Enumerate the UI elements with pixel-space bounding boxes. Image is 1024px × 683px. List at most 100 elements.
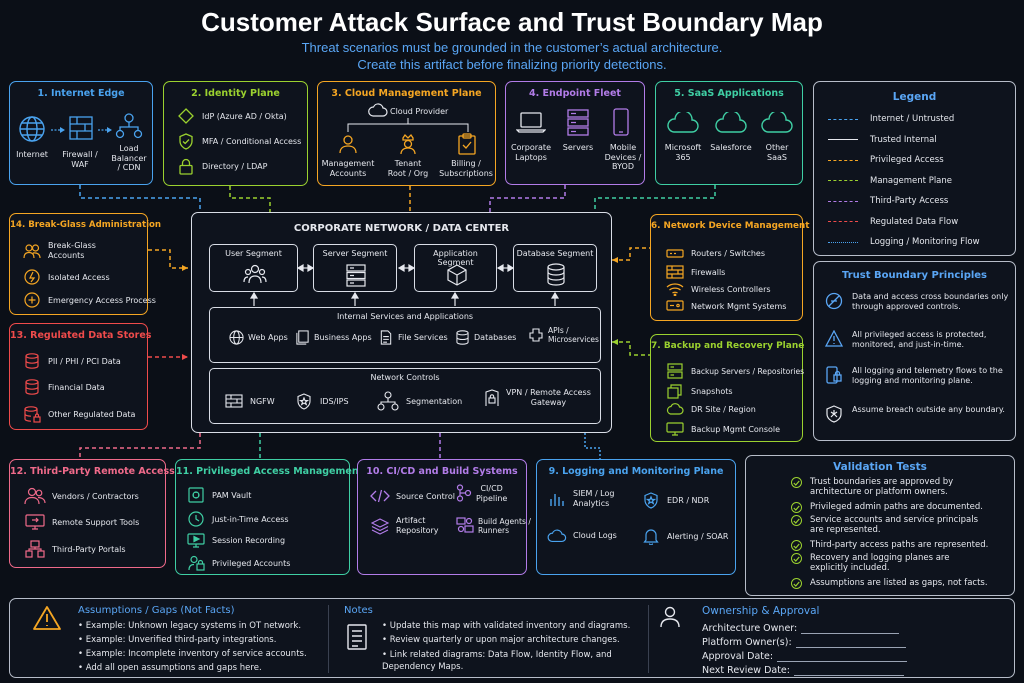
- firewall-icon: [224, 393, 244, 409]
- legend-line: [828, 118, 858, 120]
- service-label: File Services: [398, 333, 448, 342]
- assumption-text: Example: Unknown legacy systems in OT ne…: [85, 621, 302, 631]
- backup-item: Backup Mgmt Console: [665, 422, 780, 436]
- legend-label: Privileged Access: [870, 155, 944, 165]
- field-approval-date[interactable]: Approval Date:: [702, 651, 908, 662]
- server-icon: [345, 263, 367, 291]
- device-label: Routers / Switches: [691, 248, 765, 258]
- cicd-item: Source Control: [370, 489, 455, 503]
- principle-item: Assume breach outside any boundary.: [824, 405, 1005, 423]
- field-platform-owner[interactable]: Platform Owner(s):: [702, 637, 906, 648]
- wifi-icon: [665, 282, 685, 296]
- legend-line: [828, 180, 858, 181]
- principle-label: Data and access cross boundaries only th…: [852, 292, 1009, 311]
- note-item: • Link related diagrams: Data Flow, Iden…: [382, 650, 612, 673]
- validation-label: Privileged admin paths are documented.: [810, 502, 983, 512]
- identity-idp: IdP (Azure AD / Okta): [202, 111, 287, 121]
- principle-item: All privileged access is protected, moni…: [824, 330, 986, 350]
- globe-icon: [228, 330, 244, 345]
- bottom-panel: Assumptions / Gaps (Not Facts) • Example…: [9, 598, 1015, 678]
- validation-label: Assumptions are listed as gaps, not fact…: [810, 578, 988, 588]
- bar-chart-icon: [547, 490, 567, 508]
- validation-panel: Validation Tests Trust boundaries are ap…: [745, 455, 1015, 596]
- warning-icon: [824, 330, 844, 347]
- globe-icon: [17, 114, 47, 148]
- control-label: VPN / Remote Access Gateway: [506, 388, 591, 407]
- service-web-apps: Web Apps: [228, 330, 288, 345]
- clipboard-check-icon: [456, 133, 478, 159]
- router-icon: [665, 247, 685, 259]
- users-icon: [24, 487, 46, 505]
- subtitle-line-2: Create this artifact before finalizing p…: [357, 57, 667, 72]
- cloud-icon: [760, 110, 794, 138]
- field-architecture-owner[interactable]: Architecture Owner:: [702, 623, 900, 634]
- legend-item: Logging / Monitoring Flow: [828, 237, 980, 247]
- third-party-item: Third-Party Portals: [24, 540, 126, 558]
- field-line: [801, 625, 900, 634]
- control-label: NGFW: [250, 396, 275, 406]
- validation-item: Trust boundaries are approved by archite…: [791, 477, 953, 497]
- firewall-icon: [68, 114, 94, 146]
- legend-item: Regulated Data Flow: [828, 217, 958, 227]
- assumption-item: • Example: Unverified third-party integr…: [78, 635, 277, 645]
- code-icon: [370, 489, 390, 503]
- legend-item: Privileged Access: [828, 155, 944, 165]
- pam-item: Just-in-Time Access: [186, 511, 289, 527]
- principles-title: Trust Boundary Principles: [841, 270, 988, 281]
- check-icon: [791, 515, 802, 526]
- legend-label: Third-Party Access: [870, 196, 949, 206]
- logging-label: SIEM / Log Analytics: [573, 489, 615, 508]
- panel-title: 7. Backup and Recovery Plane: [651, 341, 805, 351]
- principle-label: All privileged access is protected, moni…: [852, 330, 987, 349]
- emergency-icon: [22, 292, 42, 308]
- break-glass-accounts: Break-Glass Accounts: [48, 241, 96, 260]
- pam-item: Session Recording: [186, 533, 285, 548]
- panel-logging: 9. Logging and Monitoring Plane SIEM / L…: [536, 459, 736, 575]
- segment-server: Server Segment: [313, 244, 397, 292]
- assumptions-title: Assumptions / Gaps (Not Facts): [78, 605, 235, 616]
- panel-internet-edge: 1. Internet Edge Internet Firewall / WAF…: [9, 81, 153, 185]
- panel-saas: 5. SaaS Applications Microsoft 365 Sales…: [655, 81, 803, 185]
- legend-item: Internet / Untrusted: [828, 114, 954, 124]
- endpoint-servers: Servers: [562, 143, 594, 152]
- saas-m365: Microsoft 365: [664, 143, 702, 162]
- users-icon: [243, 263, 267, 289]
- panel-title: 10. CI/CD and Build Systems: [366, 466, 518, 477]
- documents-icon: [294, 330, 310, 345]
- service-apis: APIs / Microservices: [528, 326, 599, 344]
- break-glass-item: Break-Glass Accounts: [22, 241, 96, 260]
- cloud-icon: [368, 102, 388, 121]
- check-icon: [791, 477, 802, 488]
- pam-label: PAM Vault: [212, 490, 252, 500]
- service-label: Business Apps: [314, 333, 372, 342]
- monitor-icon: [665, 422, 685, 436]
- note-item: • Update this map with validated invento…: [382, 621, 631, 631]
- cloud-provider-label: Cloud Provider: [390, 107, 449, 116]
- page-title: Customer Attack Surface and Trust Bounda…: [201, 7, 823, 37]
- third-party-label: Vendors / Contractors: [52, 491, 139, 501]
- arrow-icon: [98, 127, 112, 133]
- logging-item: SIEM / Log Analytics: [547, 489, 614, 508]
- third-party-label: Remote Support Tools: [52, 517, 140, 527]
- control-label: Segmentation: [406, 396, 463, 406]
- database-icon: [22, 353, 42, 369]
- check-icon: [791, 578, 802, 589]
- third-party-item: Remote Support Tools: [24, 514, 139, 530]
- load-balancer-icon: [115, 112, 143, 144]
- isolated-icon: [22, 269, 42, 285]
- warning-icon: [32, 605, 62, 635]
- database-lock-icon: [22, 406, 42, 423]
- assumption-text: Add all open assumptions and gaps here.: [85, 663, 262, 673]
- blocked-icon: [824, 292, 844, 310]
- break-glass-item: Isolated Access: [22, 269, 110, 285]
- cicd-label: Artifact Repository: [396, 516, 439, 535]
- controls-title: Network Controls: [370, 373, 440, 382]
- panel-title: 3. Cloud Management Plane: [331, 88, 482, 99]
- validation-item: Service accounts and service principals …: [791, 515, 978, 535]
- field-line: [793, 667, 904, 676]
- cloud-branch-lines: [347, 118, 469, 132]
- field-line: [795, 639, 906, 648]
- field-next-review-date[interactable]: Next Review Date:: [702, 665, 904, 676]
- server-icon: [566, 108, 590, 140]
